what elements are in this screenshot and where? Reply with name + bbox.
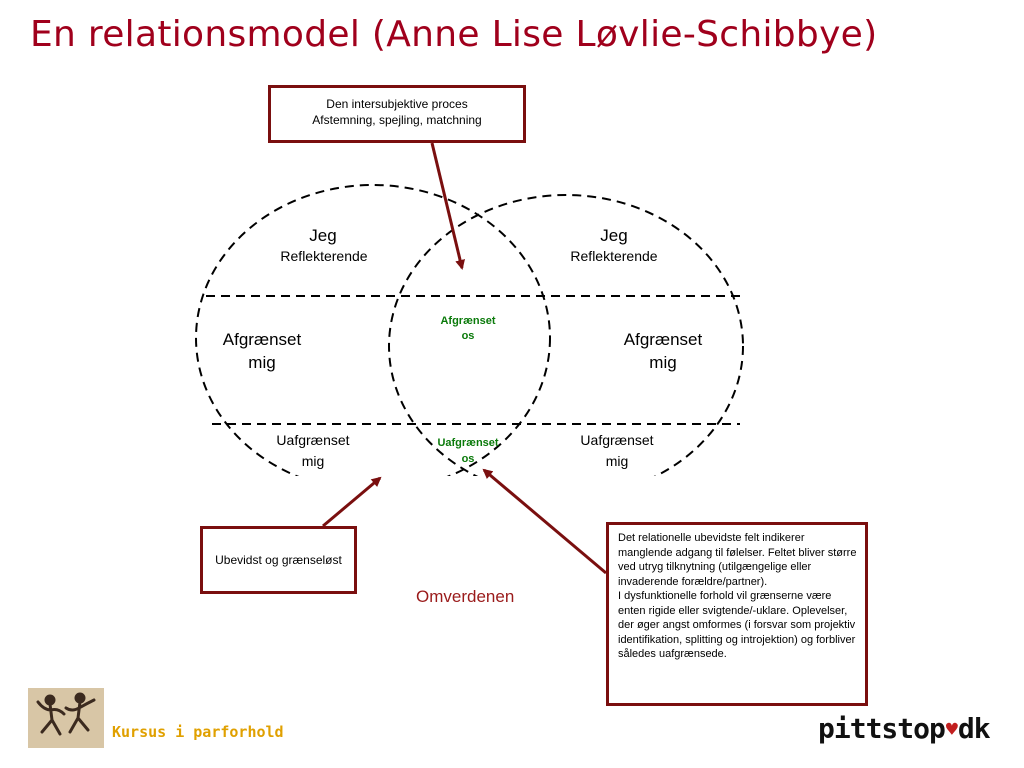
overlap-uafgraenset-label: Uafgrænset bbox=[437, 437, 499, 449]
right-mig-label: mig bbox=[649, 353, 677, 372]
left-uafgraenset-mig-label: mig bbox=[301, 453, 325, 469]
right-uafgraenset-mig-label: mig bbox=[605, 453, 629, 469]
unconscious-box-text: Ubevidst og grænseløst bbox=[215, 553, 342, 567]
left-circle bbox=[195, 184, 551, 476]
left-reflekterende-label: Reflekterende bbox=[280, 248, 368, 264]
right-jeg-label: Jeg bbox=[600, 226, 628, 245]
environment-label: Omverdenen bbox=[416, 587, 515, 606]
brand-name-right: dk bbox=[957, 712, 991, 745]
left-mig-label: mig bbox=[248, 353, 276, 372]
top-box-line1: Den intersubjektive proces bbox=[326, 97, 468, 111]
intersubjective-process-box: Den intersubjektive proces Afstemning, s… bbox=[268, 85, 526, 143]
right-reflekterende-label: Reflekterende bbox=[570, 248, 658, 264]
overlap-os-label: os bbox=[461, 330, 475, 342]
left-uafgraenset-label: Uafgrænset bbox=[276, 432, 350, 448]
pittstop-logo[interactable]: pittstop ♥ dk bbox=[818, 712, 991, 745]
course-title: Kursus i parforhold bbox=[112, 723, 284, 741]
right-circle bbox=[388, 194, 744, 476]
right-afgraenset-label: Afgrænset bbox=[623, 330, 703, 349]
overlap-afgraenset-label: Afgrænset bbox=[440, 315, 496, 327]
arrow-right bbox=[482, 468, 607, 575]
right-uafgraenset-label: Uafgrænset bbox=[580, 432, 654, 448]
unconscious-box: Ubevidst og grænseløst bbox=[200, 526, 357, 594]
overlap-uafgraenset-os-label: os bbox=[461, 453, 475, 465]
left-jeg-label: Jeg bbox=[309, 226, 337, 245]
top-box-line2: Afstemning, spejling, matchning bbox=[312, 112, 482, 127]
relational-field-box: Det relationelle ubevidste felt indikere… bbox=[606, 522, 868, 706]
page-title: En relationsmodel (Anne Lise Løvlie-Schi… bbox=[30, 14, 878, 55]
brand-name-left: pittstop bbox=[818, 712, 946, 745]
dancers-logo-image bbox=[28, 688, 104, 748]
heart-icon: ♥ bbox=[945, 716, 958, 741]
arrow-top bbox=[430, 142, 465, 270]
left-afgraenset-label: Afgrænset bbox=[222, 330, 302, 349]
arrow-left bbox=[322, 476, 382, 528]
